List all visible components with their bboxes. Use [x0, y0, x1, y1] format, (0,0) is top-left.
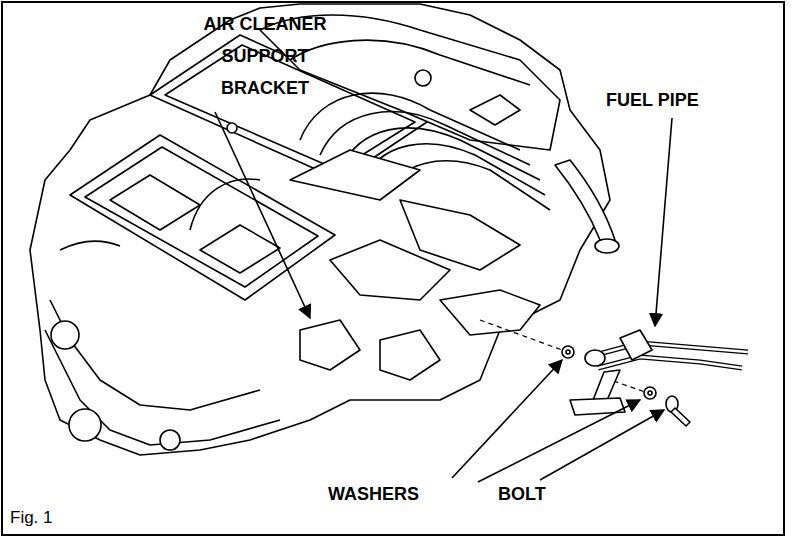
fuel-pipe-assembly — [562, 330, 748, 426]
frame-border — [2, 2, 784, 535]
part-label: WASHERS — [328, 478, 458, 510]
leader-line — [540, 410, 664, 480]
figure-number: Fig. 1 — [10, 508, 90, 528]
leader-line — [215, 112, 310, 318]
leader-line — [452, 360, 562, 478]
part-label: AIR CLEANER SUPPORT BRACKET — [190, 8, 340, 104]
leader-lines — [215, 112, 672, 482]
part-label: FUEL PIPE — [606, 84, 766, 116]
leader-line — [655, 118, 672, 326]
dashed-assembly-lines — [480, 320, 645, 392]
part-label: BOLT — [498, 478, 578, 510]
engine-drawing — [30, 4, 619, 455]
